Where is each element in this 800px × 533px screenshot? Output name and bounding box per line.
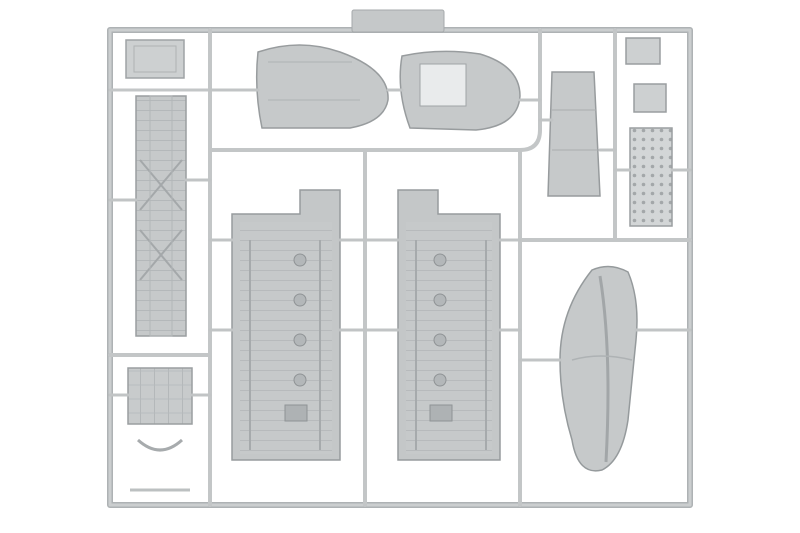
part-right-upper-panel bbox=[547, 71, 601, 197]
part-left-bay-panel bbox=[135, 95, 187, 337]
sprue-tab bbox=[351, 9, 445, 33]
part-hood-left bbox=[255, 44, 389, 129]
part-fuselage-half-left bbox=[231, 189, 341, 461]
part-perforated-panel bbox=[629, 127, 673, 227]
sprue-gates bbox=[108, 88, 692, 397]
sprue-frame bbox=[107, 27, 693, 508]
part-small-boxes-top-right bbox=[625, 37, 667, 113]
part-small-box-top-left bbox=[125, 39, 185, 79]
part-hood-right bbox=[399, 50, 521, 131]
part-fuselage-half-right bbox=[397, 189, 501, 461]
